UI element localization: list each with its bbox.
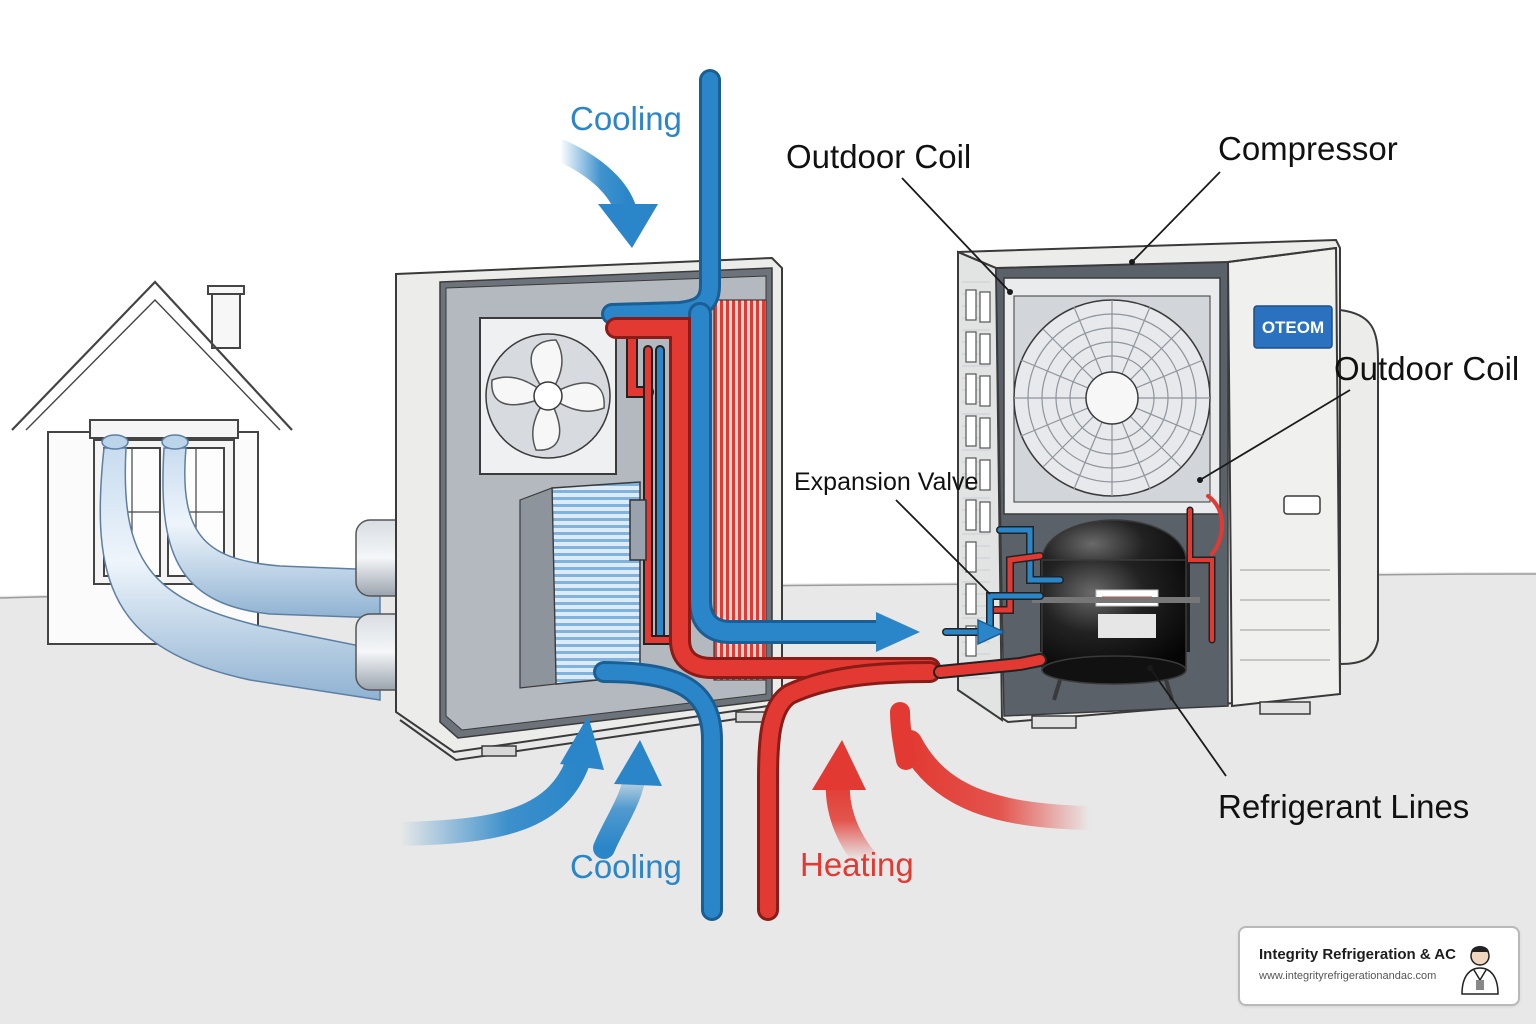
cooling-arrow-bottom-left <box>388 716 604 846</box>
label-refrigerant-lines: Refrigerant Lines <box>1218 788 1469 825</box>
unit-logo: OTEOM <box>1253 305 1333 349</box>
expansion-valve-arrow <box>977 618 1006 646</box>
cooling-arrow-head <box>876 612 920 652</box>
internal-refrigerant-lines <box>626 324 681 645</box>
label-expansion-valve: Expansion Valve <box>794 468 978 496</box>
leader-lines <box>895 171 1351 777</box>
leader-dots <box>1007 259 1203 671</box>
technician-avatar-icon <box>1461 946 1499 995</box>
heating-arrow-from-right <box>890 702 1102 830</box>
indoor-side-unit <box>395 256 785 762</box>
outdoor-refrigerant-lines <box>933 494 1224 679</box>
outdoor-unit <box>957 238 1379 729</box>
cooling-arrow-bottom-mid <box>593 740 662 859</box>
label-heating: Heating <box>800 846 914 883</box>
cooling-arrow-top <box>549 139 658 248</box>
company-name: Integrity Refrigeration & AC <box>1259 946 1456 963</box>
label-cooling-bottom: Cooling <box>570 848 682 885</box>
company-url[interactable]: www.integrityrefrigerationandac.com <box>1259 970 1437 982</box>
label-cooling-top: Cooling <box>570 100 682 137</box>
heating-arrow-up <box>812 740 878 872</box>
label-outdoor-coil-top: Outdoor Coil <box>786 138 971 175</box>
label-compressor: Compressor <box>1218 130 1398 167</box>
label-outdoor-coil-right: Outdoor Coil <box>1334 350 1519 387</box>
cooling-flow-vertical <box>593 58 892 921</box>
company-badge[interactable]: Integrity Refrigeration & AC www.integri… <box>1238 926 1520 1006</box>
svg-text:OTEOM: OTEOM <box>1262 318 1324 337</box>
heating-flow <box>605 317 941 921</box>
